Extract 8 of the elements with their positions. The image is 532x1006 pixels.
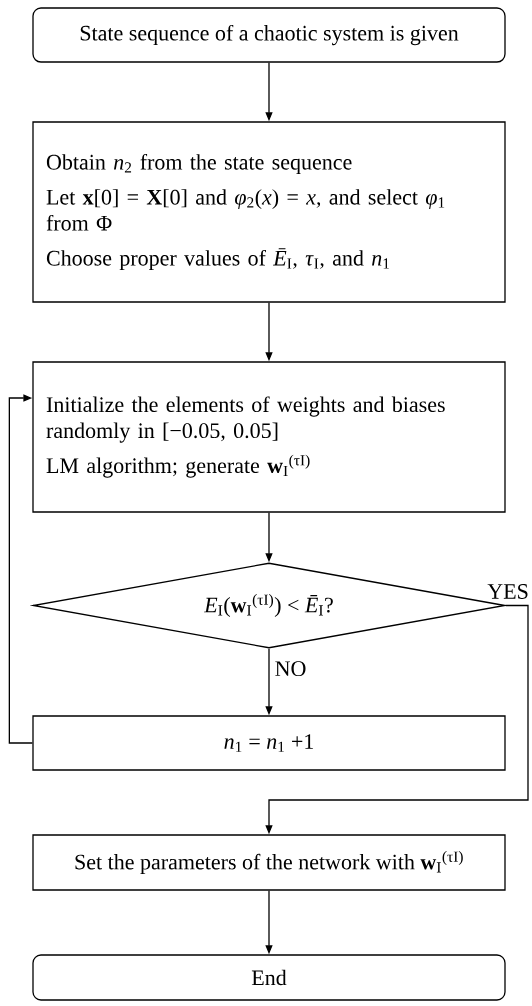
edge-label: NO xyxy=(273,660,308,678)
process-box: Obtain n$_{2}$ from the state sequence Let x[0] = X[0] and φ$_{2}$(x) = x, and select φ$_{1}$ from Φ Choose proper values of Ē$_{I}$, τ$_{I}$, and n$_{1}$ xyxy=(32,121,506,303)
terminal-box: End xyxy=(32,954,506,1001)
process-box: Set the parameters of the network with w$_{I}$(τI) xyxy=(32,834,506,891)
process-box: n$_{1}$ = n$_{1}$ +1 xyxy=(32,715,506,771)
terminal-box: State sequence of a chaotic system is given xyxy=(32,7,506,63)
process-box: Initialize the elements of weights and biases randomly in [−0.05, 0.05] LM algorithm; generate w$_{I}$(τI) xyxy=(32,361,506,513)
arrow xyxy=(8,394,33,744)
